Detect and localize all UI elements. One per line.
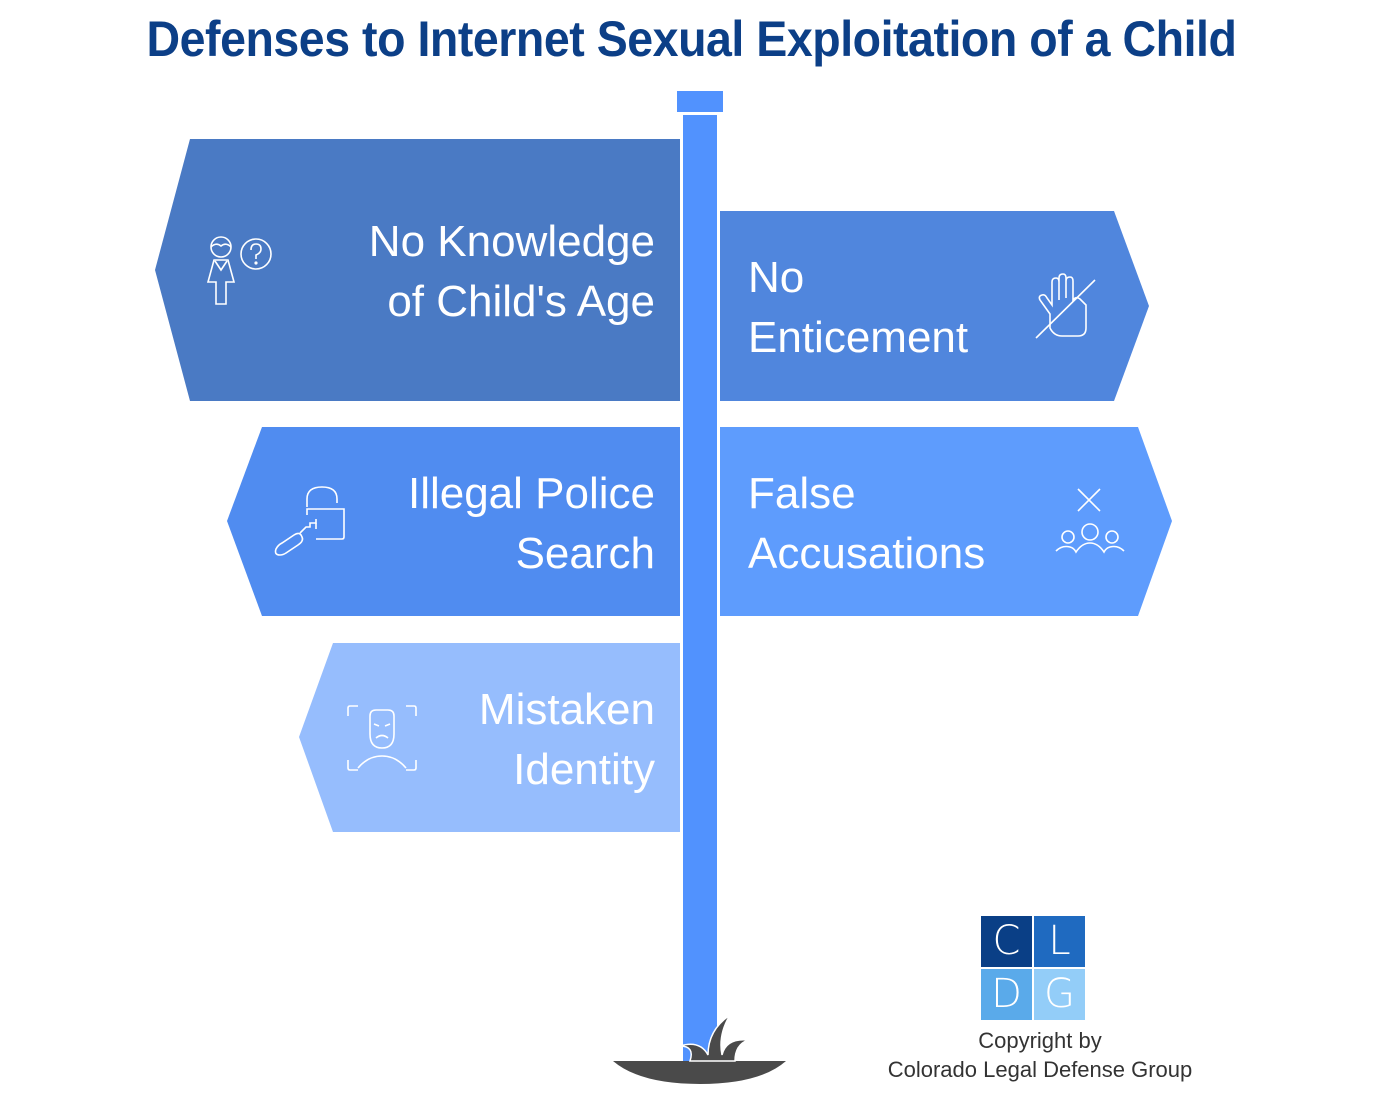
sign-label-line: Enticement	[748, 313, 969, 362]
copyright-line-1: Copyright by	[978, 1028, 1102, 1053]
sign-illegal-search	[227, 427, 680, 616]
sign-false-accusations	[720, 427, 1172, 616]
lock-pick-icon	[274, 486, 345, 556]
sign-label-line: False	[748, 469, 856, 518]
sign-mistaken-identity	[299, 643, 680, 832]
sign-label-line: No Knowledge	[368, 217, 655, 266]
sign-label-line: Illegal Police	[407, 469, 655, 518]
sign-no-knowledge	[155, 139, 680, 401]
sign-label-illegal-search: Illegal Police Search	[355, 464, 655, 584]
logo-cell-g: G	[1034, 969, 1085, 1020]
sign-label-line: Accusations	[748, 529, 986, 578]
copyright-notice: Copyright by Colorado Legal Defense Grou…	[850, 1026, 1230, 1084]
sign-label-line: of Child's Age	[387, 277, 655, 326]
sign-label-line: Identity	[513, 745, 655, 794]
hand-crossed-icon	[1035, 273, 1096, 339]
cldg-logo: C L D G	[981, 916, 1086, 1020]
sign-label-no-knowledge: No Knowledge of Child's Age	[300, 212, 655, 332]
pole	[683, 115, 717, 1063]
sign-label-line: Mistaken	[478, 685, 655, 734]
child-question-icon	[206, 236, 272, 305]
face-scan-icon	[347, 705, 417, 771]
copyright-line-2: Colorado Legal Defense Group	[887, 1057, 1193, 1082]
ground-mound	[613, 1061, 786, 1084]
pole-cap	[677, 91, 723, 112]
sign-no-enticement	[720, 211, 1149, 401]
logo-cell-d: D	[981, 969, 1032, 1020]
group-x-icon	[1055, 488, 1125, 554]
sign-label-false-accusations: False Accusations	[748, 464, 1048, 584]
sign-label-no-enticement: No Enticement	[748, 248, 1048, 368]
sign-label-mistaken-identity: Mistaken Identity	[400, 680, 655, 800]
sign-label-line: Search	[515, 529, 655, 578]
grass-tuft	[679, 1014, 749, 1062]
logo-cell-c: C	[981, 916, 1032, 967]
sign-label-line: No	[748, 253, 805, 302]
page-title: Defenses to Internet Sexual Exploitation…	[146, 11, 1237, 67]
logo-cell-l: L	[1034, 916, 1085, 967]
